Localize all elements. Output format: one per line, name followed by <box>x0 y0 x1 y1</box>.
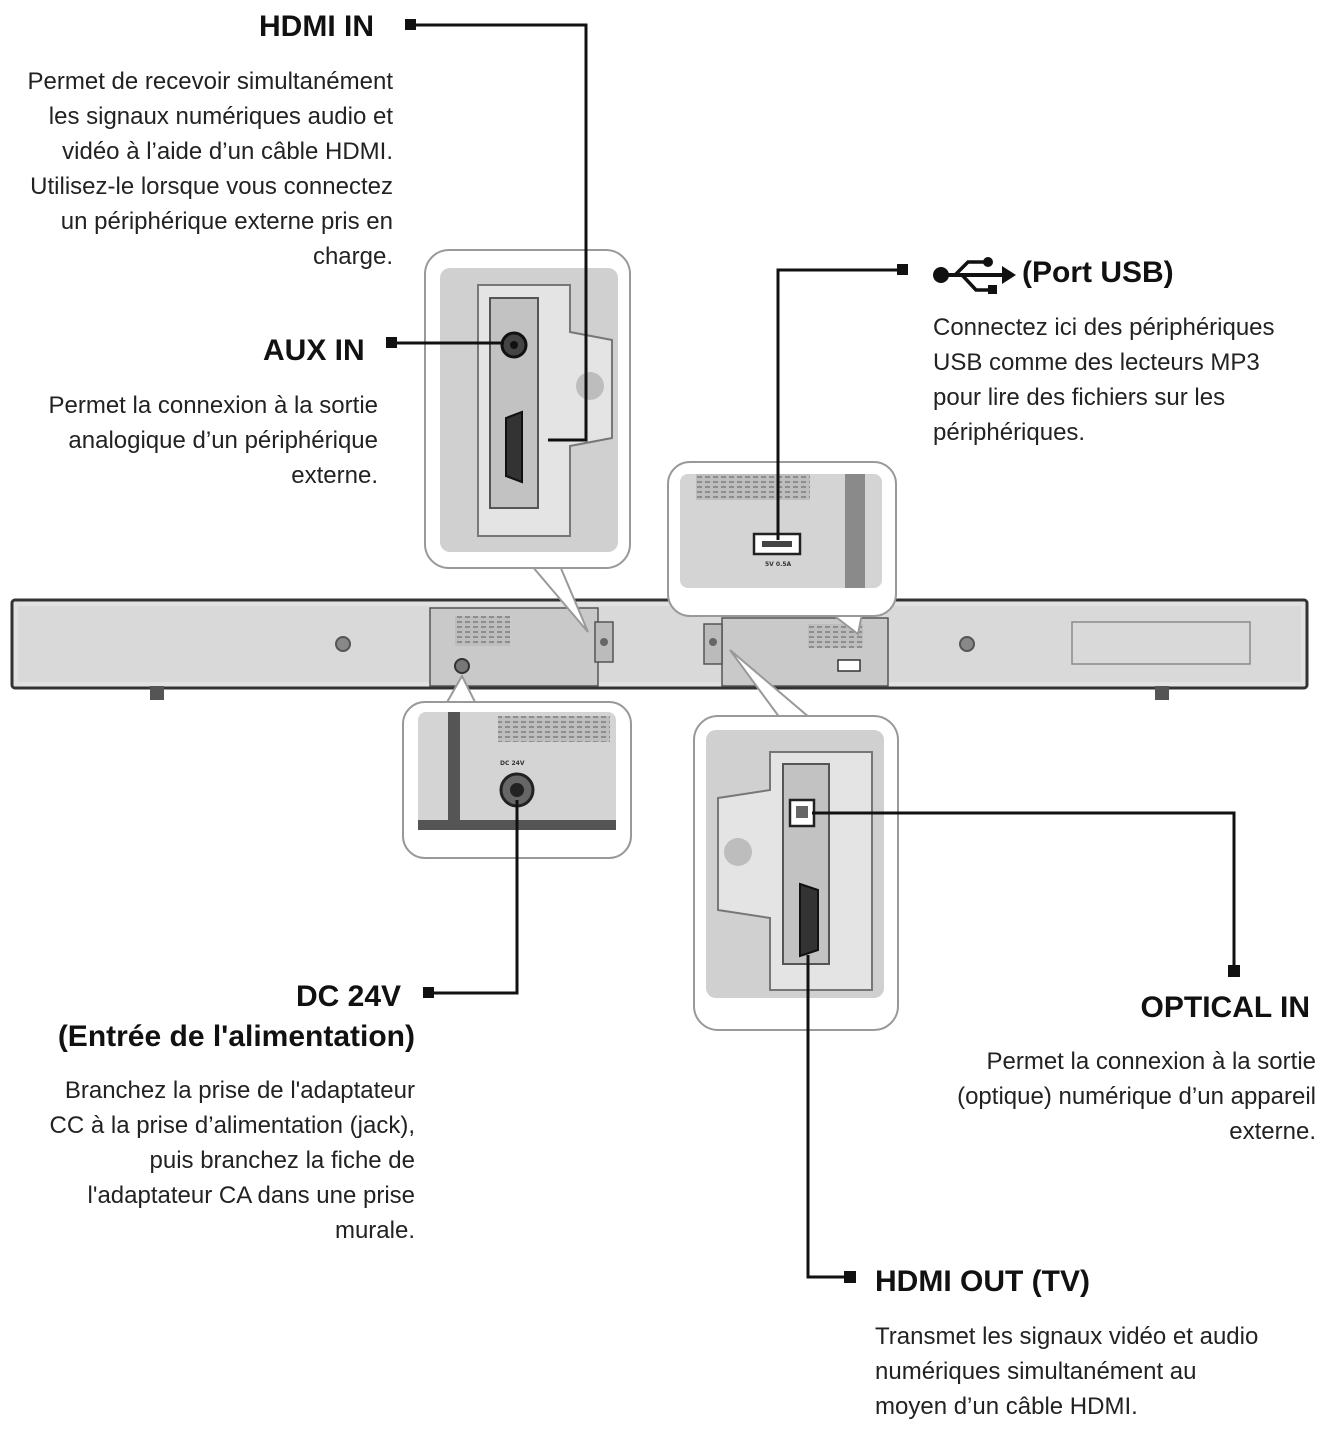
optical-desc-line: Permet la connexion à la sortie <box>986 1048 1316 1075</box>
dc-desc-line: puis branchez la fiche de <box>149 1147 416 1174</box>
dc-panel-label: DC 24V <box>500 760 525 767</box>
callout-optical-hdmi-out <box>693 649 899 1031</box>
dc-24v-title: DC 24V <box>296 980 402 1013</box>
callout-usb: 5V 0.5A <box>667 461 897 636</box>
optical-in-description: Permet la connexion à la sortie (optique… <box>957 1044 1316 1149</box>
optical-desc-line: (optique) numérique d’un appareil <box>957 1083 1316 1110</box>
dc-desc-line: Branchez la prise de l'adaptateur <box>64 1077 415 1104</box>
dc-jack-small <box>454 658 470 674</box>
optical-desc-line: externe. <box>1229 1118 1316 1145</box>
usb-desc-line: USB comme des lecteurs MP3 <box>933 349 1260 376</box>
aux-in-title: AUX IN <box>263 334 365 367</box>
hdmi-in-desc-line: les signaux numériques audio et <box>48 103 393 130</box>
hdmi-in-desc-line: vidéo à l’aide d’un câble HDMI. <box>62 138 393 165</box>
hdmi-in-title: HDMI IN <box>259 10 374 43</box>
hdmi-in-port <box>505 410 523 484</box>
usb-port-small <box>837 659 861 672</box>
aux-in-desc-line: analogique d’un périphérique <box>68 427 378 454</box>
hdmi-out-desc-line: moyen d’un câble HDMI. <box>875 1393 1138 1420</box>
dc-desc-line: l'adaptateur CA dans une prise <box>87 1182 415 1209</box>
hdmi-out-title: HDMI OUT (TV) <box>875 1265 1090 1298</box>
soundbar <box>10 598 1309 700</box>
usb-desc-line: périphériques. <box>933 419 1086 446</box>
hdmi-out-description: Transmet les signaux vidéo et audio numé… <box>875 1319 1258 1424</box>
rear-panel-right <box>721 617 889 687</box>
soundbar-foot-left <box>150 686 164 700</box>
screw-right <box>959 636 975 652</box>
usb-title: (Port USB) <box>1022 256 1174 289</box>
usb-desc-line: pour lire des fichiers sur les <box>933 384 1226 411</box>
usb-rating-label: 5V 0.5A <box>765 561 792 568</box>
leader-markers <box>386 19 1240 1283</box>
leader-optical-in <box>812 811 1236 972</box>
callout-aux-hdmi-in <box>424 249 631 633</box>
hdmi-in-description: Permet de recevoir simultanément les sig… <box>28 64 393 274</box>
usb-desc-line: Connectez ici des périphériques <box>933 314 1275 341</box>
aux-in-desc-line: Permet la connexion à la sortie <box>48 392 378 419</box>
dc-24v-description: Branchez la prise de l'adaptateur CC à l… <box>50 1073 415 1248</box>
display-window <box>1071 621 1251 665</box>
aux-in-desc-line: externe. <box>291 462 378 489</box>
hdmi-in-desc-line: Permet de recevoir simultanément <box>27 68 393 95</box>
hdmi-in-desc-line: un périphérique externe pris en <box>60 208 393 235</box>
dc-desc-line: CC à la prise d’alimentation (jack), <box>49 1112 415 1139</box>
leader-lines <box>392 23 1236 1279</box>
hdmi-in-desc-line: Utilisez-le lorsque vous connectez <box>30 173 393 200</box>
hdmi-out-desc-line: numériques simultanément au <box>875 1358 1197 1385</box>
screw-left <box>335 636 351 652</box>
leader-hdmi-in <box>411 23 588 442</box>
usb-icon <box>933 257 1016 294</box>
hdmi-out-desc-line: Transmet les signaux vidéo et audio <box>875 1323 1259 1350</box>
dc-24v-subtitle: (Entrée de l'alimentation) <box>57 1020 415 1053</box>
usb-description: Connectez ici des périphériques USB comm… <box>933 310 1275 450</box>
leader-hdmi-out <box>806 955 850 1279</box>
soundbar-foot-right <box>1155 686 1169 700</box>
leader-usb <box>776 268 903 540</box>
leader-dc-24v <box>429 800 519 995</box>
aux-in-description: Permet la connexion à la sortie analogiq… <box>48 388 378 493</box>
hdmi-out-port <box>799 882 819 958</box>
dc-desc-line: murale. <box>334 1217 415 1244</box>
hdmi-in-desc-line: charge. <box>312 243 393 270</box>
optical-in-title: OPTICAL IN <box>1140 991 1310 1024</box>
